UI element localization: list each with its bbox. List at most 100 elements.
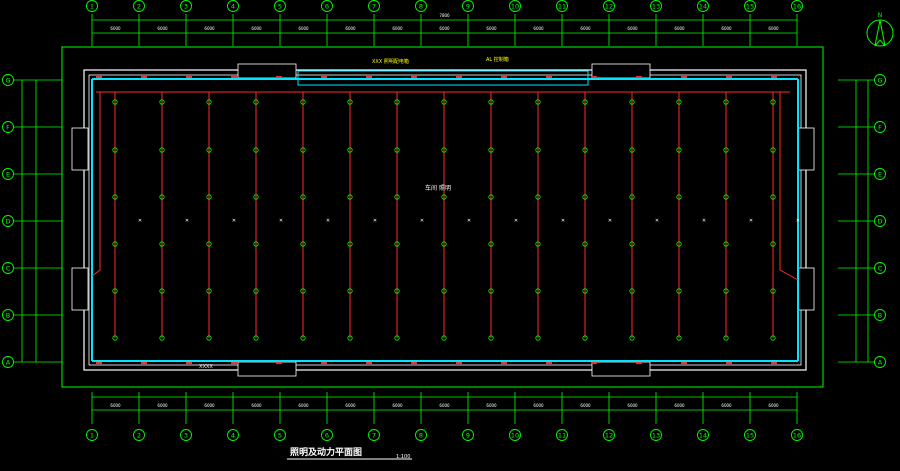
building-outline — [61, 46, 824, 388]
fixture-mark: ✕ — [326, 218, 330, 224]
axis-bubble-circle — [744, 0, 756, 12]
dimension-text: 6000 — [345, 26, 356, 31]
luminaire-icon — [441, 147, 447, 153]
luminaire-icon — [582, 335, 588, 341]
column-axis-bubble-bottom: 5 — [274, 429, 286, 441]
fixture-mark: ✕ — [749, 218, 753, 224]
axis-bubble-circle — [791, 0, 803, 12]
axis-bubble-label: E — [6, 170, 10, 178]
distribution-panel-strip — [297, 70, 589, 86]
luminaire-icon — [723, 335, 729, 341]
luminaire-icon — [488, 147, 494, 153]
door-left — [71, 267, 89, 311]
column-axis-bubble-bottom: 13 — [650, 429, 662, 441]
luminaire-icon — [676, 335, 682, 341]
axis-bubble-label: 13 — [652, 431, 660, 439]
axis-bubble-label: E — [878, 170, 882, 178]
luminaire-icon — [488, 288, 494, 294]
luminaire-icon — [300, 241, 306, 247]
column-axis-bubble-bottom: 2 — [133, 429, 145, 441]
luminaire-icon — [112, 335, 118, 341]
axis-bubble-label: 12 — [605, 2, 613, 10]
door-top — [591, 63, 651, 79]
luminaire-icon — [441, 288, 447, 294]
luminaire-icon — [300, 194, 306, 200]
column-axis-bubble-top: 5 — [274, 0, 286, 12]
axis-bubble-circle — [650, 0, 662, 12]
fixture-mark: ✕ — [702, 218, 706, 224]
column-axis-bubble-bottom: 14 — [697, 429, 709, 441]
axis-bubble-label: 3 — [184, 431, 188, 439]
axis-bubble-circle — [274, 429, 286, 441]
dimension-text: 6000 — [439, 403, 450, 408]
axis-bubble-circle — [650, 429, 662, 441]
column-axis-bubble-bottom: 6 — [321, 429, 333, 441]
axis-bubble-circle — [874, 356, 886, 368]
axis-bubble-circle — [509, 429, 521, 441]
luminaire-icon — [206, 241, 212, 247]
dimension-text: 6000 — [110, 403, 121, 408]
axis-bubble-label: 12 — [605, 431, 613, 439]
inner-wall — [88, 74, 802, 366]
luminaire-icon — [394, 335, 400, 341]
column-axis-bubble-top: 7 — [368, 0, 380, 12]
axis-bubble-label: G — [877, 76, 882, 84]
luminaire-icon — [394, 288, 400, 294]
luminaire-icon — [629, 194, 635, 200]
overall-dimension-text: 7800 — [439, 13, 450, 18]
column-axis-bubble-bottom: 4 — [227, 429, 239, 441]
axis-bubble-circle — [2, 262, 14, 274]
luminaire-icon — [206, 147, 212, 153]
axis-bubble-label: 1 — [90, 2, 94, 10]
axis-bubble-circle — [368, 429, 380, 441]
luminaire-icon — [582, 99, 588, 105]
luminaire-icon — [629, 335, 635, 341]
axis-bubble-circle — [133, 0, 145, 12]
row-axis-bubble-left: C — [2, 262, 14, 274]
luminaire-icon — [629, 288, 635, 294]
dimension-text: 6000 — [486, 26, 497, 31]
luminaire-icon — [488, 241, 494, 247]
luminaire-icon — [629, 147, 635, 153]
dimension-text: 6000 — [298, 26, 309, 31]
column-axis-bubble-bottom: 15 — [744, 429, 756, 441]
row-axis-bubble-right: G — [874, 74, 886, 86]
dimension-text: 6000 — [439, 26, 450, 31]
axis-bubble-circle — [556, 429, 568, 441]
axis-bubble-circle — [2, 168, 14, 180]
axis-bubble-circle — [86, 0, 98, 12]
axis-bubble-circle — [415, 429, 427, 441]
luminaire-icon — [253, 335, 259, 341]
axis-bubble-label: 2 — [137, 431, 141, 439]
axis-bubble-circle — [2, 74, 14, 86]
luminaire-icon — [488, 99, 494, 105]
luminaire-icon — [347, 99, 353, 105]
column-axis-bubble-top: 1 — [86, 0, 98, 12]
axis-bubble-label: 8 — [419, 2, 423, 10]
luminaire-icon — [159, 335, 165, 341]
fixture-mark: ✕ — [232, 218, 236, 224]
luminaire-icon — [441, 194, 447, 200]
axis-bubble-circle — [2, 121, 14, 133]
fixture-mark: ✕ — [373, 218, 377, 224]
luminaire-icon — [770, 147, 776, 153]
lighting-circuits: ✕✕✕✕✕✕✕✕✕✕✕✕✕✕✕ — [91, 70, 800, 364]
luminaire-icon — [253, 194, 259, 200]
axis-bubble-circle — [744, 429, 756, 441]
axis-bubble-circle — [321, 429, 333, 441]
axis-bubble-label: 9 — [466, 431, 470, 439]
luminaire-icon — [112, 99, 118, 105]
luminaire-icon — [723, 147, 729, 153]
dimension-text: 6000 — [204, 403, 215, 408]
luminaire-icon — [206, 99, 212, 105]
luminaire-icon — [582, 288, 588, 294]
luminaire-icon — [347, 241, 353, 247]
axis-bubble-label: 5 — [278, 2, 282, 10]
luminaire-icon — [253, 288, 259, 294]
dimension-text: 6000 — [392, 26, 403, 31]
luminaire-icon — [488, 194, 494, 200]
axis-bubble-circle — [227, 0, 239, 12]
luminaire-icon — [629, 241, 635, 247]
